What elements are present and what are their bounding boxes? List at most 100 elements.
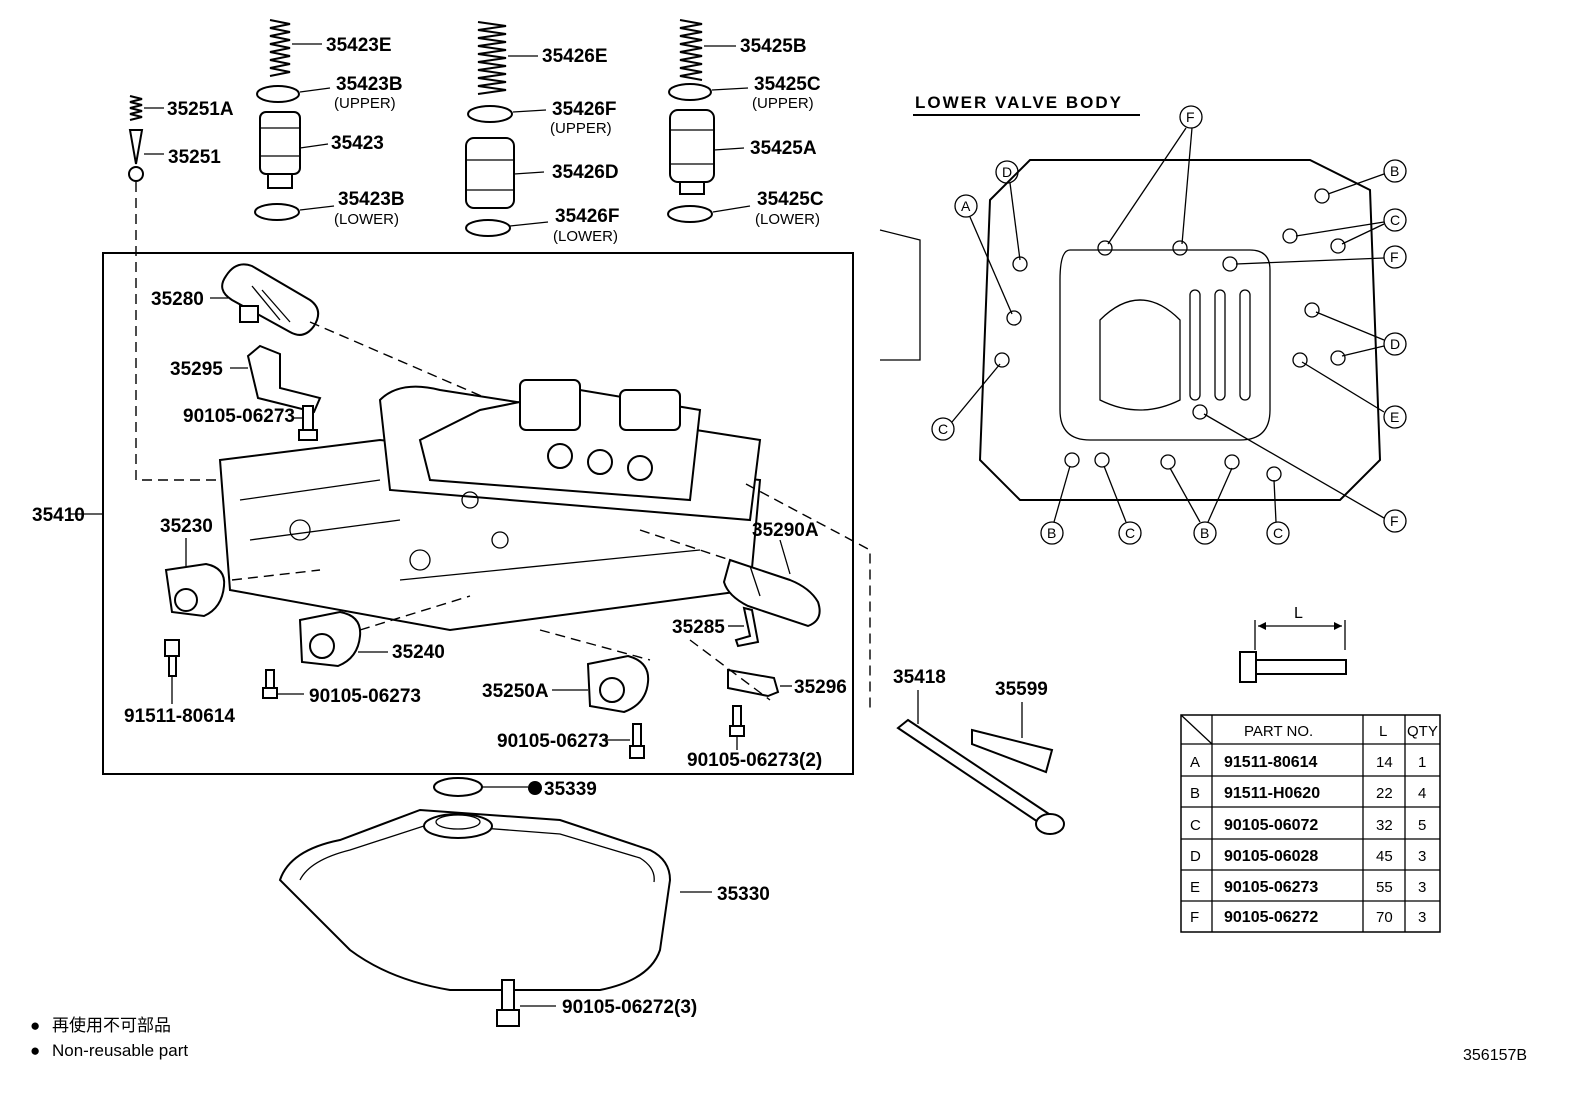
label-35426F-upper: 35426F	[552, 99, 616, 120]
illustration-reference: 356157B	[1463, 1047, 1527, 1064]
label-bolt-b: 91511-80614	[124, 706, 235, 727]
plate-35599	[971, 702, 1054, 774]
svg-text:D: D	[1002, 164, 1012, 180]
label-35251A: 35251A	[167, 99, 234, 120]
svg-text:A: A	[961, 198, 971, 214]
spring-35251A	[129, 95, 164, 121]
label-35330: 35330	[717, 884, 770, 905]
callout-f-bottom: F	[1203, 413, 1407, 533]
row-part: 90105-06028	[1224, 848, 1318, 865]
label-35423E: 35423E	[326, 35, 392, 56]
valve-35425A	[669, 109, 745, 195]
row-l: 55	[1376, 879, 1393, 896]
label-35418: 35418	[893, 667, 946, 688]
guide-line-right	[745, 483, 871, 710]
callout-b-bottom: B	[1169, 467, 1233, 545]
legend-bullet-2: ●	[30, 1041, 40, 1060]
row-qty: 5	[1418, 817, 1426, 834]
note-lower-1: (LOWER)	[334, 211, 399, 228]
row-l: 32	[1376, 817, 1393, 834]
label-35295: 35295	[170, 359, 223, 380]
label-35296: 35296	[794, 677, 847, 698]
row-key: F	[1190, 909, 1199, 926]
row-l: 22	[1376, 785, 1393, 802]
bracket-35285	[728, 606, 760, 648]
svg-text:C: C	[938, 421, 948, 437]
label-35425B: 35425B	[740, 36, 807, 57]
bolt-length-label: L	[1294, 605, 1303, 622]
legend-non-reusable-ja: 再使用不可部品	[52, 1015, 171, 1035]
o-ring-35425C-upper	[668, 83, 749, 101]
solenoid-35250A	[552, 654, 650, 714]
label-35251: 35251	[168, 147, 221, 168]
callout-b-top: B	[1327, 159, 1407, 195]
callout-f-right: F	[1235, 245, 1407, 269]
row-part: 91511-80614	[1224, 754, 1318, 771]
label-35230: 35230	[160, 516, 213, 537]
bolt-90105-06273-a	[294, 405, 318, 441]
note-lower-3: (LOWER)	[755, 211, 820, 228]
bolt-90105-06272	[496, 979, 556, 1027]
row-qty: 1	[1418, 754, 1426, 771]
valve-35426D	[465, 137, 545, 209]
note-upper-2: (UPPER)	[550, 120, 612, 137]
label-35425C-lower: 35425C	[757, 189, 824, 210]
callout-f-top: F	[1107, 105, 1203, 245]
lower-valve-body-heading: LOWER VALVE BODY	[915, 93, 1123, 112]
label-35423: 35423	[331, 133, 384, 154]
bolt-90105-06273-c	[262, 669, 304, 699]
row-qty: 3	[1418, 879, 1426, 896]
row-key: B	[1190, 785, 1200, 802]
solenoid-35240	[298, 610, 388, 668]
callout-c-left: C	[931, 363, 1001, 441]
callout-d-top: D	[995, 160, 1021, 261]
row-l: 70	[1376, 909, 1393, 926]
row-qty: 3	[1418, 909, 1426, 926]
check-ball-35251	[128, 129, 164, 182]
label-bolt-d: 90105-06273	[497, 731, 609, 752]
note-upper-1: (UPPER)	[334, 95, 396, 112]
guide-line-35240	[359, 595, 471, 631]
o-ring-35423B-upper	[256, 85, 331, 103]
label-35285: 35285	[672, 617, 725, 638]
row-part: 91511-H0620	[1224, 785, 1320, 802]
o-ring-35426F-lower	[465, 219, 549, 237]
bracket-35295	[230, 344, 322, 414]
callout-c-bottom: C	[1103, 465, 1142, 545]
row-key: C	[1190, 817, 1201, 834]
label-35250A: 35250A	[482, 681, 549, 702]
svg-text:C: C	[1125, 525, 1135, 541]
svg-text:F: F	[1390, 513, 1399, 529]
solenoid-35280	[210, 263, 320, 336]
svg-text:D: D	[1390, 336, 1400, 352]
spring-35425B	[679, 19, 736, 81]
row-key: D	[1190, 848, 1201, 865]
callout-e: E	[1301, 361, 1407, 429]
label-35339: 35339	[544, 779, 597, 800]
label-35280: 35280	[151, 289, 204, 310]
valve-body-illustration	[218, 379, 762, 632]
spring-35423E	[269, 19, 322, 77]
svg-text:B: B	[1047, 525, 1056, 541]
legend-bullet-1: ●	[30, 1016, 40, 1035]
o-ring-35426F-upper	[467, 105, 547, 123]
row-l: 14	[1376, 754, 1393, 771]
label-35426D: 35426D	[552, 162, 619, 183]
oil-pan-35330	[278, 808, 712, 991]
bolt-91511-80614	[164, 639, 180, 704]
label-35410: 35410	[32, 505, 85, 526]
label-35423B-upper: 35423B	[336, 74, 403, 95]
label-35426E: 35426E	[542, 46, 608, 67]
row-part: 90105-06072	[1224, 817, 1318, 834]
label-bolt-e: 90105-06273(2)	[687, 750, 822, 771]
row-part: 90105-06272	[1224, 909, 1318, 926]
guide-line-35250A	[539, 629, 651, 661]
lower-valve-body-illustration	[879, 159, 1382, 501]
row-qty: 3	[1418, 848, 1426, 865]
svg-text:B: B	[1200, 525, 1209, 541]
row-key: E	[1190, 879, 1200, 896]
label-35426F-lower: 35426F	[555, 206, 619, 227]
bolt-90105-06273-e	[729, 705, 745, 750]
svg-text:C: C	[1390, 212, 1400, 228]
row-part: 90105-06273	[1224, 879, 1318, 896]
